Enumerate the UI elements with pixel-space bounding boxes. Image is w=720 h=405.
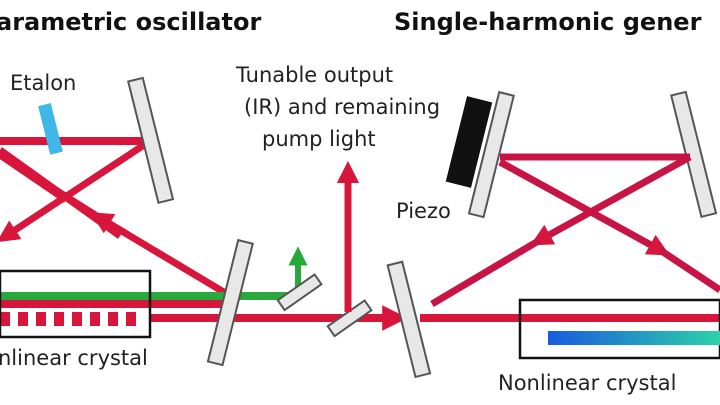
steering-mirror-2: [326, 299, 373, 338]
opo-cross-beam-1: [0, 138, 152, 243]
shg-cross-1b: [430, 236, 542, 308]
opo-output-mirror: [206, 238, 254, 367]
tunable-line2: (IR) and remaining: [244, 95, 440, 119]
shg-crystal-label: Nonlinear crystal: [498, 371, 676, 395]
opo-heading: arametric oscillator: [0, 8, 261, 36]
shg-cross-1a: [530, 153, 692, 246]
shg-crystal-box: [518, 298, 720, 360]
shg-cross-2a: [498, 158, 670, 256]
shg-cross-2b: [658, 247, 720, 293]
steering-mirror-1: [276, 273, 323, 312]
shg-piezo-mirror: [467, 90, 515, 219]
opo-mirror-top: [126, 76, 175, 205]
shg-input-mirror: [386, 260, 432, 379]
etalon-element: [38, 103, 63, 155]
opo-crystal-label: nlinear crystal: [0, 346, 148, 370]
etalon-label: Etalon: [10, 71, 76, 95]
shg-blue-output: [548, 331, 720, 345]
pump-dashes: [0, 312, 136, 326]
opo-return-beam: [90, 212, 234, 301]
shg-heading: Single-harmonic gener: [394, 8, 702, 36]
opo-crystal-box: [0, 269, 152, 339]
tunable-line3: pump light: [262, 127, 376, 151]
piezo-label: Piezo: [396, 199, 451, 223]
tunable-line1: Tunable output: [235, 63, 393, 87]
piezo-element: [445, 96, 493, 188]
opo-return-beam-tail: [0, 152, 102, 221]
